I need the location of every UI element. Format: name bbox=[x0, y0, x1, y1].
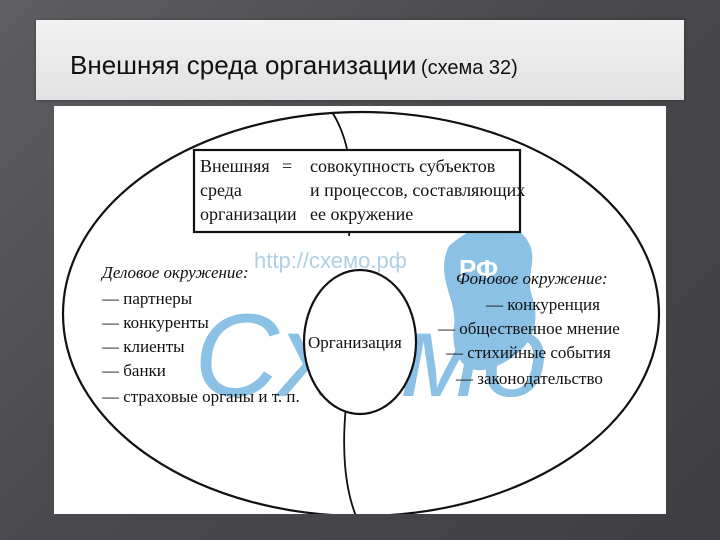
business-environment-heading: Деловое окружение: bbox=[100, 263, 249, 282]
background-environment-heading: Фоновое окружение: bbox=[456, 269, 608, 288]
definition-meaning-line-2: и процессов, составляющих bbox=[310, 180, 525, 200]
slide-title: Внешняя среда организации (схема 32) bbox=[70, 50, 518, 81]
definition-term-line-2: среда bbox=[200, 180, 242, 200]
definition-meaning-line-1: совокупность субъектов bbox=[310, 156, 495, 176]
diagram-panel: Схемо РФ http://схемо.рф Внешняя среда о… bbox=[54, 106, 666, 514]
definition-box bbox=[192, 148, 522, 234]
background-item: — законодательство bbox=[455, 369, 603, 388]
title-bar: Внешняя среда организации (схема 32) bbox=[36, 20, 684, 100]
watermark-splash-shape bbox=[444, 223, 536, 371]
watermark-badge: РФ bbox=[459, 254, 498, 284]
organization-circle bbox=[302, 268, 418, 416]
environment-diagram: Схемо РФ http://схемо.рф Внешняя среда о… bbox=[61, 110, 661, 514]
background-item: — стихийные события bbox=[445, 343, 611, 362]
business-item: — клиенты bbox=[101, 337, 185, 356]
background-item: — общественное мнение bbox=[437, 319, 620, 338]
business-item: — страховые органы и т. п. bbox=[101, 387, 300, 406]
watermark-url: http://схемо.рф bbox=[254, 248, 407, 273]
slide-title-main: Внешняя среда организации bbox=[70, 50, 417, 80]
definition-meaning-line-3: ее окружение bbox=[310, 204, 413, 224]
outer-environment-ellipse bbox=[61, 110, 661, 514]
slide-title-sub: (схема 32) bbox=[420, 57, 518, 79]
business-item: — конкуренты bbox=[101, 313, 209, 332]
business-item: — банки bbox=[101, 361, 166, 380]
definition-equals: = bbox=[282, 156, 292, 176]
business-item: — партнеры bbox=[101, 289, 193, 308]
organization-label: Организация bbox=[308, 333, 402, 352]
definition-term-line-3: организации bbox=[200, 204, 297, 224]
definition-term-line-1: Внешняя bbox=[200, 156, 270, 176]
background-item: — конкуренция bbox=[485, 295, 600, 314]
